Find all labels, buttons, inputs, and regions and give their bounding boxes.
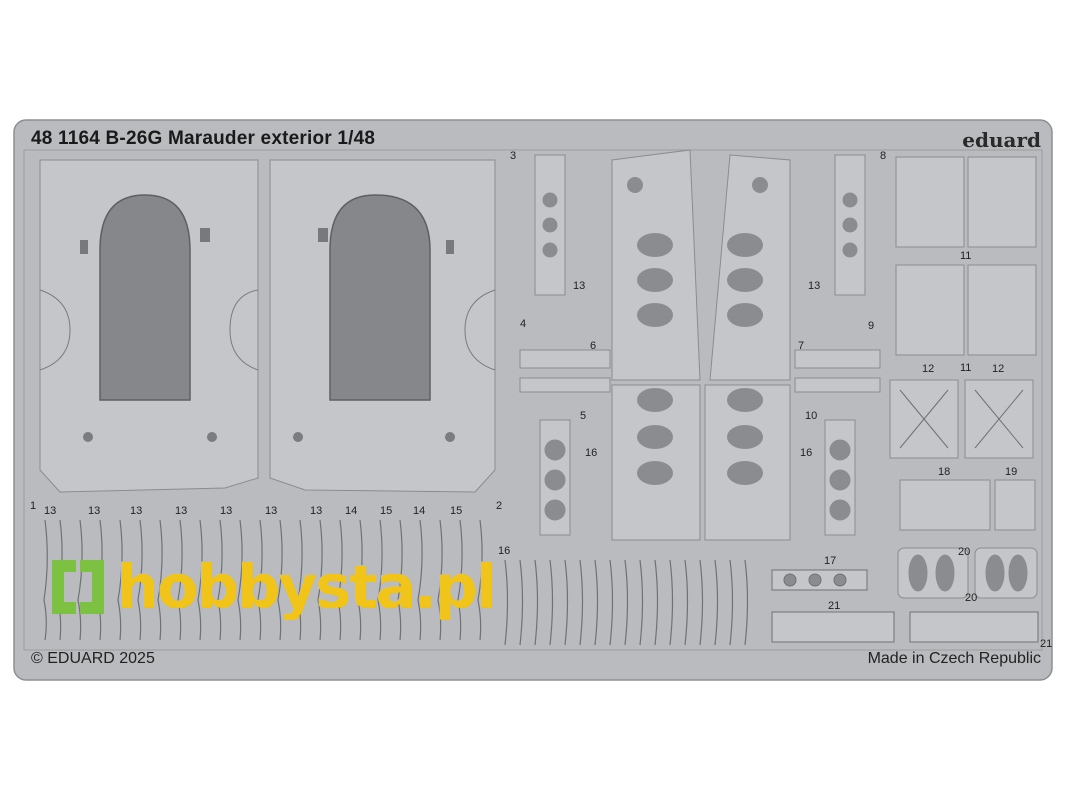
part-number: 20 [958, 546, 971, 558]
central-panels [611, 149, 791, 541]
part-12 [889, 379, 1034, 459]
part-number: 2 [496, 500, 503, 512]
part-number: 1 [30, 500, 37, 512]
hobbysta-logo-icon [52, 560, 104, 614]
part-number: 12 [992, 363, 1005, 375]
part-number: 18 [938, 466, 951, 478]
part-number: 16 [585, 447, 598, 459]
watermark-text: hobbysta.pl [116, 552, 496, 622]
part-number: 3 [510, 150, 517, 162]
part-number: 19 [1005, 466, 1018, 478]
part-number: 6 [590, 340, 597, 352]
part-number: 13 [808, 280, 821, 292]
part-number: 15 [450, 505, 463, 517]
part-number: 13 [175, 505, 188, 517]
part-number: 11 [960, 250, 972, 262]
part-number: 14 [413, 505, 426, 517]
panel-left-b [269, 159, 496, 493]
panel-left-a [39, 159, 259, 493]
part-number: 8 [880, 150, 887, 162]
part-11 [895, 156, 1037, 356]
part-number: 10 [805, 410, 818, 422]
part-number: 17 [824, 555, 837, 567]
strip-parts-center [504, 559, 749, 646]
part-17 [771, 569, 868, 591]
part-number: 7 [798, 340, 805, 352]
copyright-text: © EDUARD 2025 [31, 650, 155, 667]
part-number: 13 [220, 505, 233, 517]
part-number: 21 [828, 600, 841, 612]
part-number: 13 [573, 280, 586, 292]
part-number: 12 [922, 363, 935, 375]
part-number: 9 [868, 320, 875, 332]
part-18-19 [899, 479, 1036, 531]
part-number: 16 [498, 545, 511, 557]
fret-inner-border [23, 149, 1043, 651]
part-number: 21 [1040, 638, 1053, 650]
part-number: 15 [380, 505, 393, 517]
part-number: 13 [88, 505, 101, 517]
hobbysta-watermark: hobbysta.pl [46, 552, 496, 622]
part-number: 13 [44, 505, 57, 517]
fret-title: 48 1164 B-26G Marauder exterior 1/48 [31, 128, 376, 149]
part-number: 20 [965, 592, 978, 604]
part-20 [897, 547, 1038, 599]
part-number: 13 [130, 505, 143, 517]
part-number: 13 [265, 505, 278, 517]
part-number: 5 [580, 410, 587, 422]
part-21 [771, 611, 1039, 643]
part-number: 14 [345, 505, 358, 517]
made-in-text: Made in Czech Republic [867, 650, 1041, 667]
part-number: 4 [520, 318, 527, 330]
long-strips [519, 349, 881, 393]
strip-parts-left [43, 519, 483, 641]
ladder-parts [534, 154, 866, 536]
part-number: 11 [960, 362, 972, 374]
part-number: 16 [800, 447, 813, 459]
part-number: 13 [310, 505, 323, 517]
brand-logo: eduard [962, 128, 1041, 152]
